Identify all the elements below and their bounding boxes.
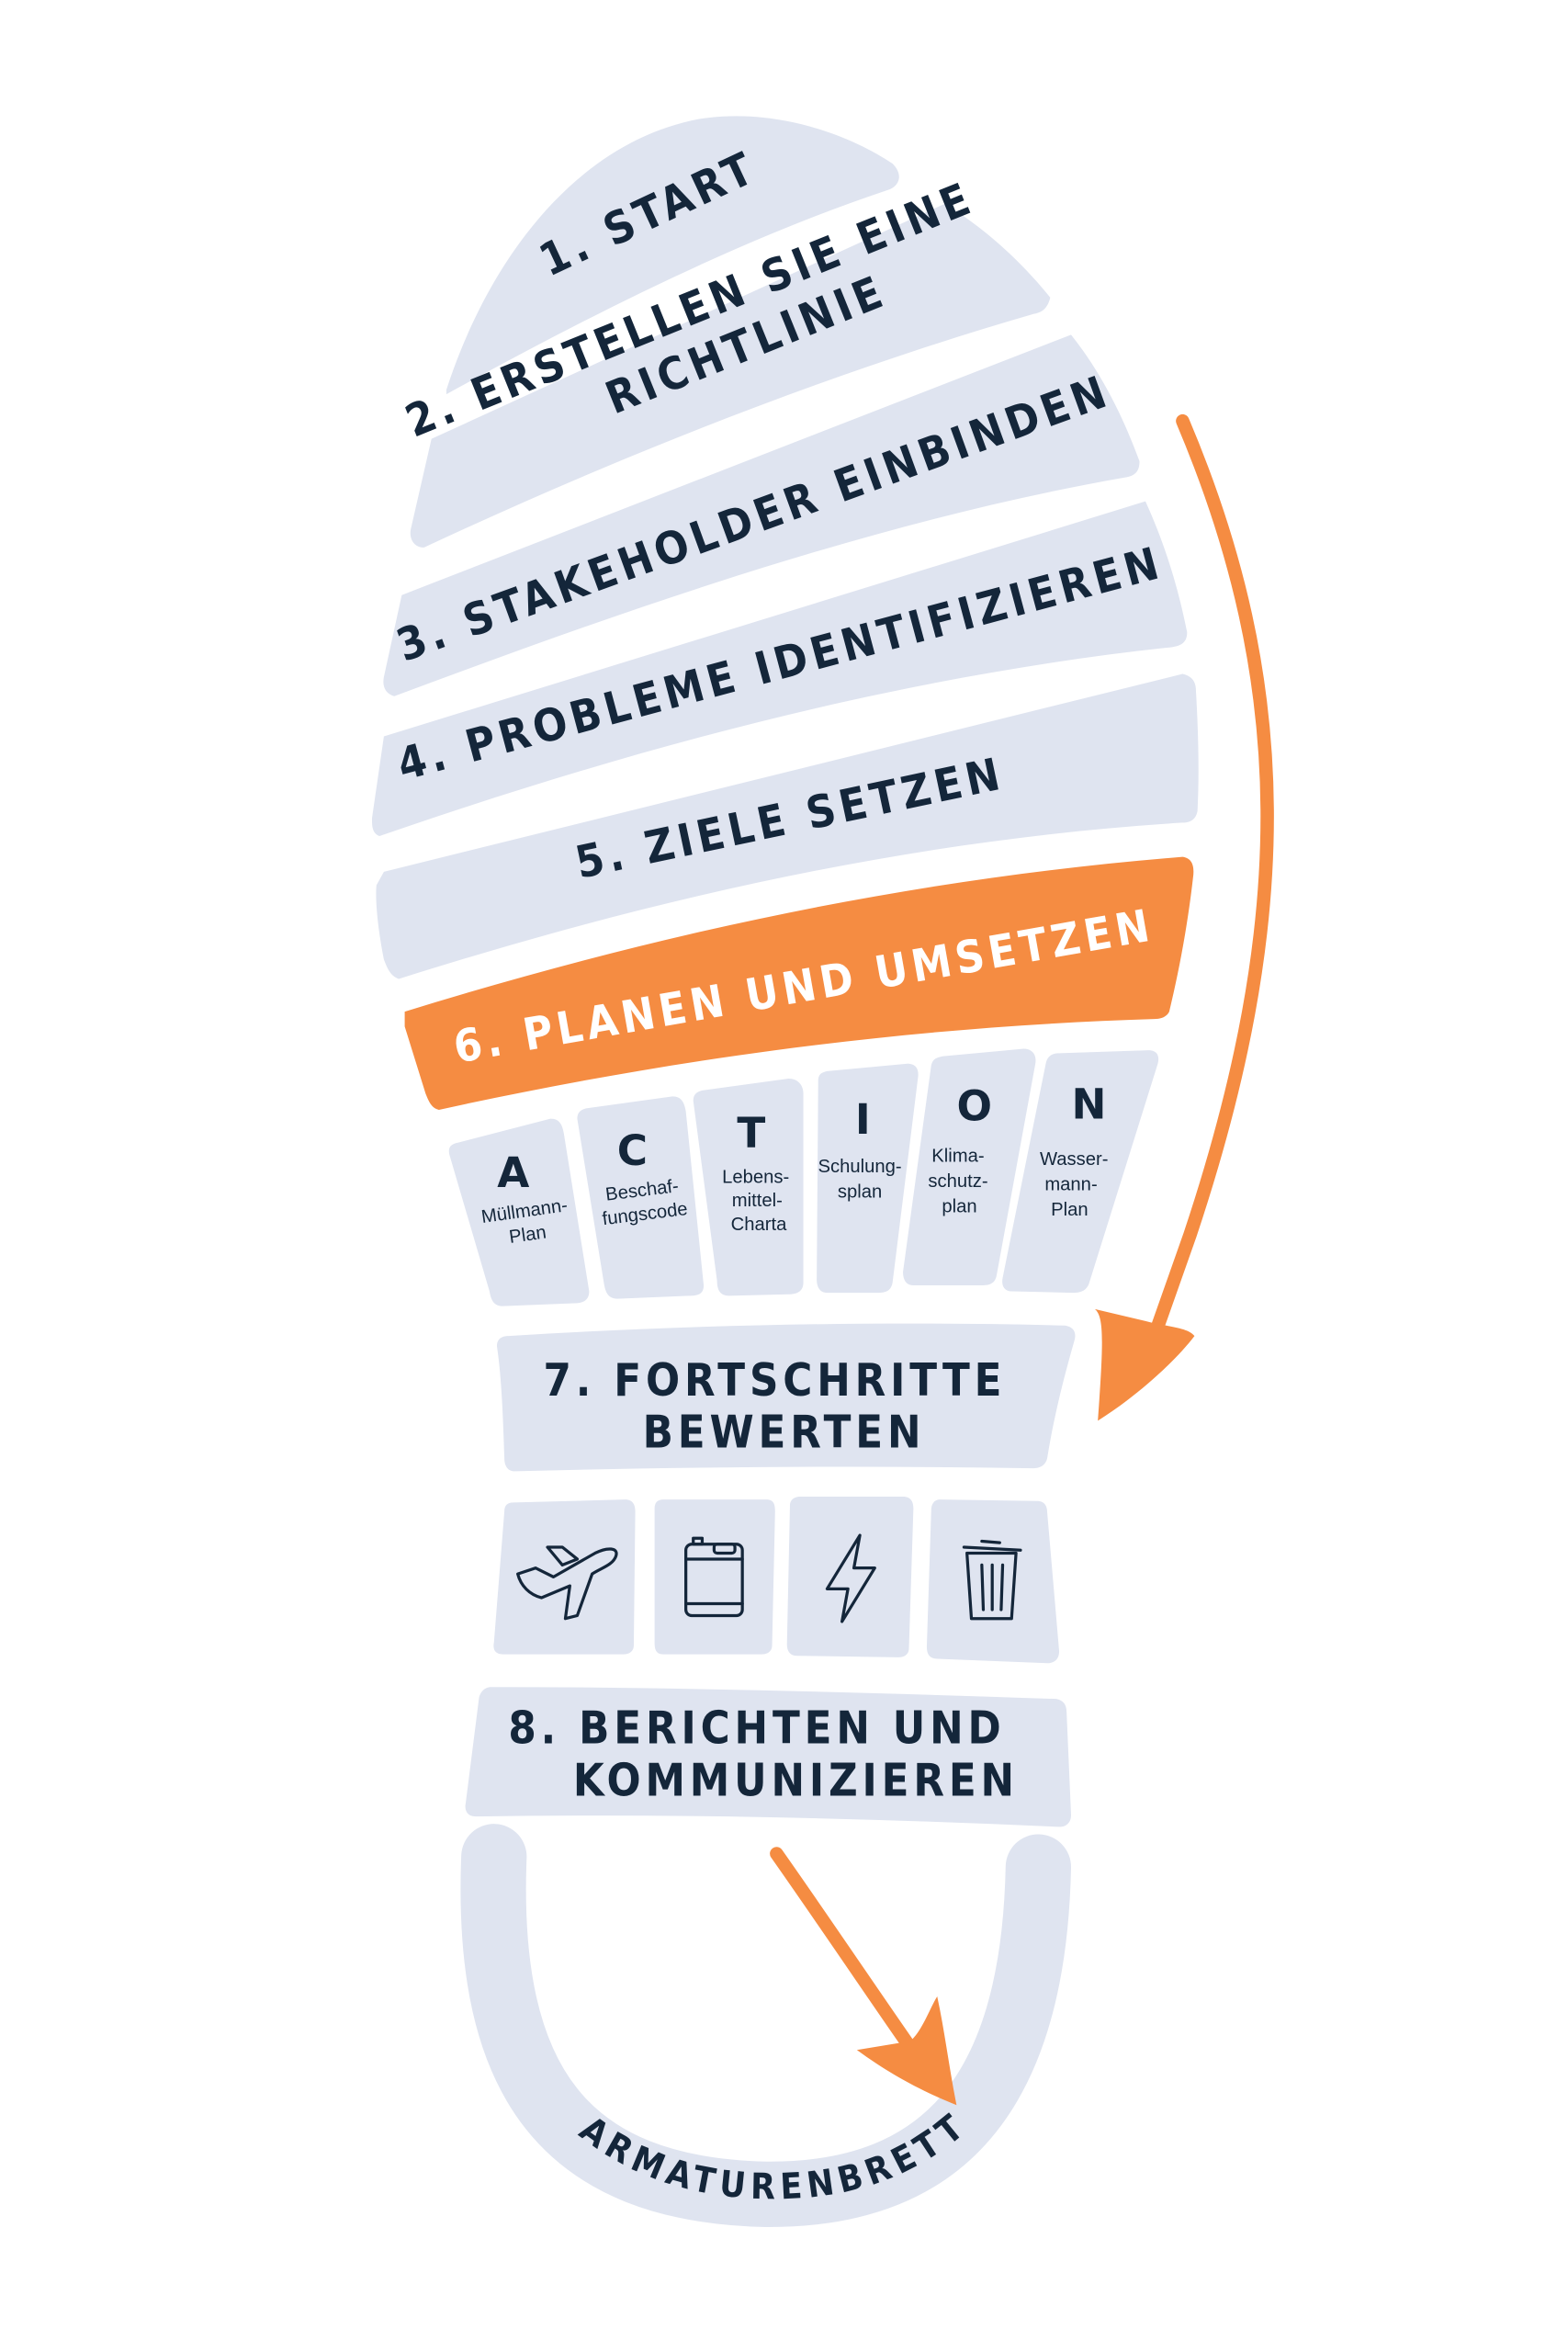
action-letter-i: I — [855, 1095, 871, 1144]
action-letter-t: T — [737, 1108, 765, 1157]
action-card-i: I Schulung-splan — [817, 1063, 919, 1294]
action-letter-c: C — [617, 1126, 648, 1175]
action-letter-a: A — [497, 1148, 529, 1197]
svg-text:Klima-schutz-plan: Klima-schutz-plan — [928, 1147, 987, 1217]
svg-text:8. BERICHTEN UND KOMMUNI: 8. BERICHTEN UND KOMMUNIZIEREN — [508, 1703, 1023, 1807]
dashboard-heel: ARMATURENBRETT — [460, 1824, 1072, 2227]
action-card-n: N Wasser-mann-Plan — [1002, 1050, 1159, 1294]
step-8-label-line2: KOMMUNIZIEREN — [573, 1755, 1019, 1806]
step-7-evaluate: 7. FORTSCHRITTE BEWERTEN — [496, 1323, 1076, 1472]
svg-text:Wasser-mann-Plan: Wasser-mann-Plan — [1040, 1149, 1109, 1220]
action-card-o: O Klima-schutz-plan — [903, 1048, 1036, 1286]
action-cards: A Müllmann-Plan C Beschaf-fungscode T Le… — [448, 1048, 1159, 1306]
action-card-t: T Lebens-mittel-Charta — [693, 1078, 804, 1296]
action-card-a: A Müllmann-Plan — [448, 1118, 590, 1306]
canister-icon — [654, 1499, 775, 1655]
arrow-right-icon — [1094, 413, 1274, 1421]
action-letter-o: O — [956, 1081, 992, 1130]
impact-icons — [493, 1496, 1060, 1664]
svg-text:Lebens-mittel-Charta: Lebens-mittel-Charta — [722, 1167, 789, 1235]
step-8-label-line1: 8. BERICHTEN UND — [508, 1703, 1005, 1755]
svg-text:Schulung-splan: Schulung-splan — [818, 1157, 902, 1203]
action-letter-n: N — [1071, 1080, 1106, 1129]
arrow-heel-icon — [770, 1847, 957, 2106]
action-card-c: C Beschaf-fungscode — [577, 1096, 705, 1299]
step-7-label-line2: BEWERTEN — [643, 1408, 926, 1459]
airplane-icon — [493, 1499, 636, 1655]
svg-text:7. FORTSCHRITTE BEWERTEN: 7. FORTSCHRITTE BEWERTEN — [544, 1355, 1025, 1459]
step-7-label-line1: 7. FORTSCHRITTE — [544, 1355, 1007, 1407]
trash-can-icon — [926, 1499, 1060, 1664]
lightning-icon — [786, 1496, 914, 1657]
step-8-report: 8. BERICHTEN UND KOMMUNIZIEREN — [465, 1687, 1072, 1827]
